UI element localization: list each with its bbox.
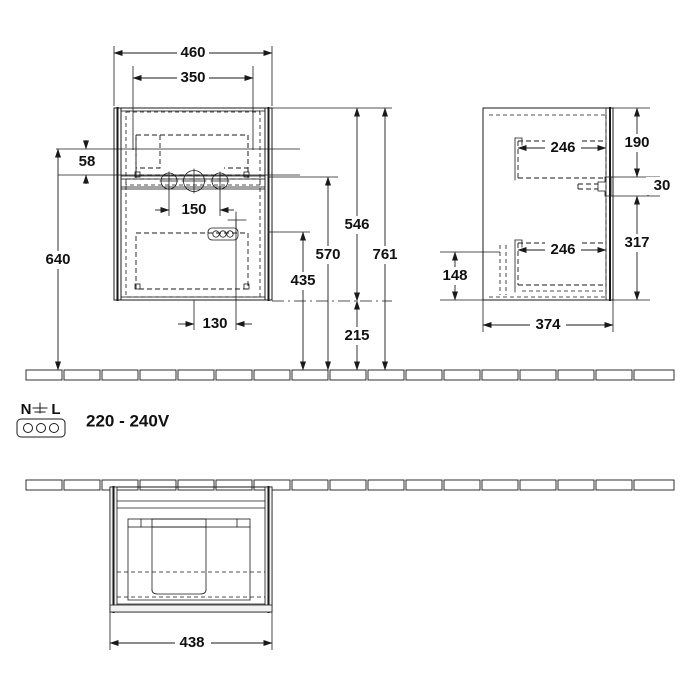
dim-150-text: 150: [181, 201, 206, 218]
power-supply-note: N L 220 - 240V: [16, 401, 170, 438]
dim-148-text: 148: [442, 267, 467, 284]
dim-761-text: 761: [372, 246, 397, 263]
voltage-label: 220 - 240V: [86, 411, 170, 430]
dim-570-text: 570: [315, 246, 340, 263]
dimension-374: 374: [482, 300, 614, 334]
dim-190-text: 190: [624, 134, 649, 151]
dim-246-upper-text: 246: [550, 139, 575, 156]
earth-ground-icon: [32, 402, 48, 414]
dim-215-text: 215: [344, 327, 369, 344]
dim-30-text: 30: [654, 177, 671, 194]
dim-438-text: 438: [179, 634, 204, 651]
dimension-215: 215: [272, 300, 392, 371]
plan-siphon-body: [127, 518, 251, 601]
dimension-150: 150: [155, 186, 234, 219]
dimension-350: 350: [132, 66, 254, 150]
dim-640-text: 640: [45, 251, 70, 268]
dim-130-text: 130: [202, 315, 227, 332]
lower-floor-tile-band: [25, 479, 675, 491]
dimension-130: 130: [178, 220, 252, 333]
dimension-761: 761: [365, 107, 405, 371]
upper-floor-tile-band: [25, 369, 675, 381]
socket-symbol-front: [207, 227, 239, 241]
dimension-640: 640: [38, 148, 78, 371]
dim-350-text: 350: [180, 69, 205, 86]
dimension-30: 30: [611, 177, 680, 197]
waste-hole-center: [181, 168, 207, 194]
dim-374-text: 374: [535, 316, 561, 333]
socket-icon: [16, 418, 66, 438]
dim-546-text: 546: [344, 216, 369, 233]
dimension-317: 317: [613, 195, 657, 301]
dim-58-text: 58: [79, 153, 96, 170]
side-elevation-view: [482, 107, 614, 301]
neutral-label: N: [21, 401, 32, 418]
dimension-190: 190: [610, 107, 660, 178]
dim-317-text: 317: [624, 234, 649, 251]
dimension-438: 438: [109, 612, 273, 652]
dimension-546: 546: [268, 107, 392, 302]
dimension-570: 570: [268, 176, 348, 371]
dimension-246-upper: 246: [517, 139, 607, 157]
live-label: L: [51, 401, 60, 418]
dim-435-text: 435: [290, 272, 315, 289]
dimension-246-lower: 246: [517, 241, 607, 259]
plan-bottom-view: [109, 486, 273, 613]
dimension-460: 460: [113, 44, 273, 106]
dim-246-lower-text: 246: [550, 241, 575, 258]
dimension-148: 148: [435, 251, 500, 301]
dim-460-text: 460: [180, 44, 205, 61]
dimension-58: 58: [56, 140, 300, 184]
